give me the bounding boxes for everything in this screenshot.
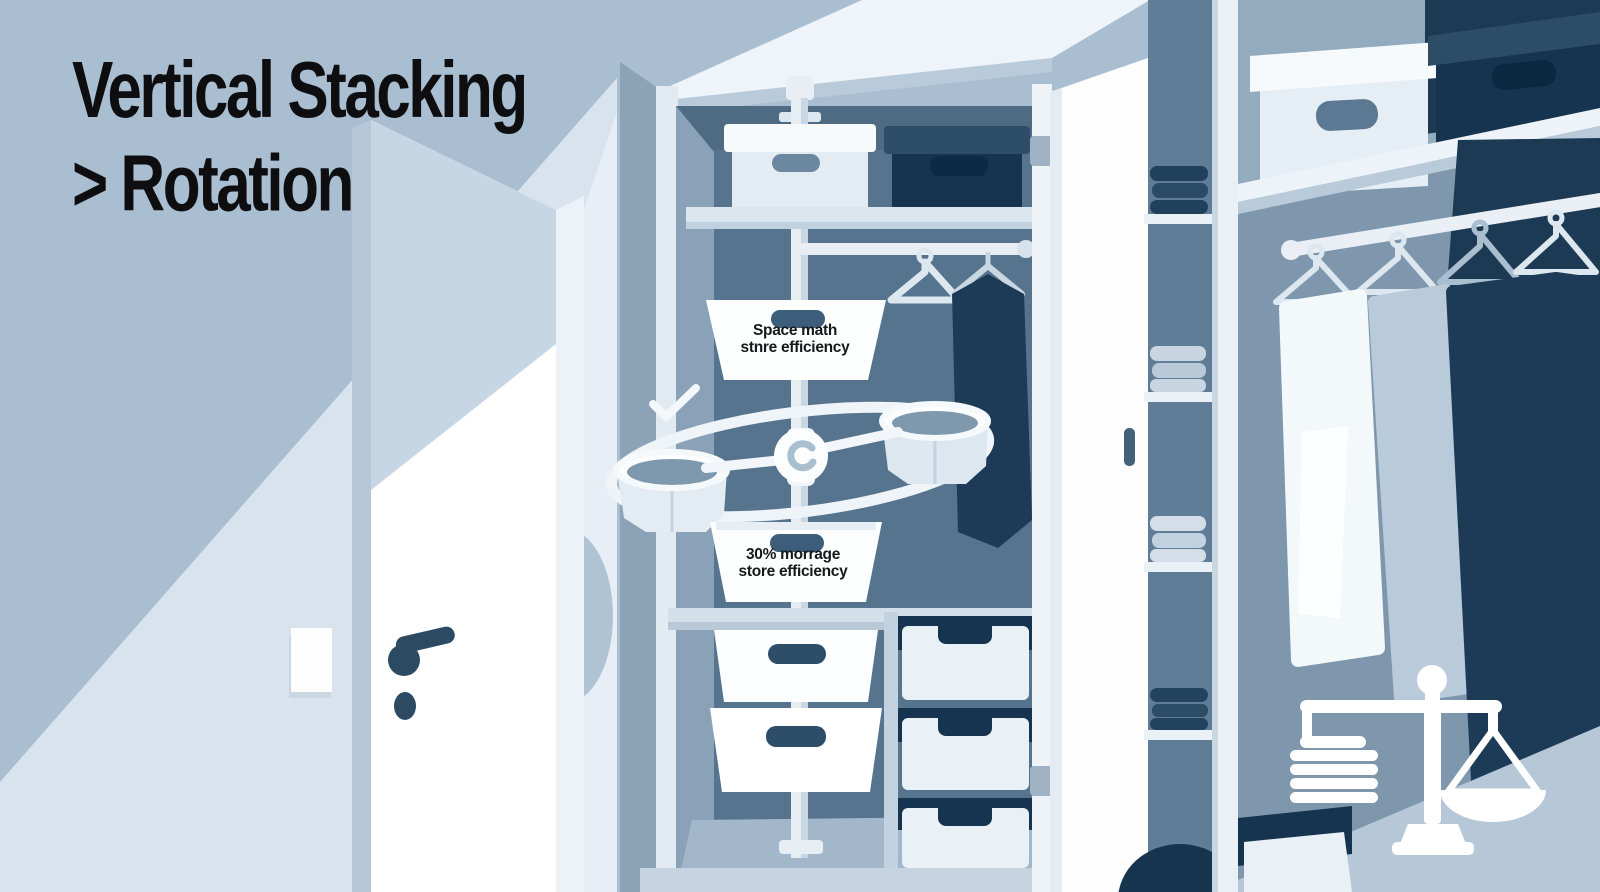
box-handle-slot xyxy=(772,154,820,172)
dark-item-bottom xyxy=(1118,844,1242,892)
lever-door-handle-icon xyxy=(388,626,455,720)
white-storage-box xyxy=(724,124,876,208)
door-hinge-bottom xyxy=(1030,766,1056,796)
box-handle-slot xyxy=(1315,99,1379,131)
pole-base xyxy=(779,840,823,854)
door-hinge-top xyxy=(1030,136,1056,166)
folded-stack-pan xyxy=(1290,736,1378,803)
empty-hanger-icon xyxy=(887,247,963,304)
door-frame-strip xyxy=(556,196,584,892)
drawer-column xyxy=(884,612,1032,874)
folded-stack-navy xyxy=(1150,166,1208,214)
title-line-1: Vertical Stacking xyxy=(72,46,528,135)
scale-pan-bowl xyxy=(1440,790,1546,822)
wardrobe-hanging-area xyxy=(1273,193,1600,806)
drawer-2 xyxy=(898,708,1032,790)
basket-bottom-label: 30% morrage store efficiency xyxy=(738,546,848,580)
white-trouser-leg xyxy=(1298,426,1348,618)
stacked-bin-1 xyxy=(714,630,878,702)
folded-stack-navy xyxy=(1150,688,1208,730)
drawer-notch xyxy=(938,718,992,736)
stacked-bins xyxy=(710,630,882,854)
hanger-icon xyxy=(1437,219,1523,285)
hanging-coat xyxy=(951,252,1032,548)
closet-door-open xyxy=(1030,58,1148,892)
title-line-2: > Rotation xyxy=(72,140,354,229)
hanger-icon xyxy=(1273,243,1359,305)
door-edge xyxy=(352,120,371,892)
basket-top-label: Space math stnre efficiency xyxy=(740,322,850,356)
check-mark-icon xyxy=(649,384,700,421)
drawer-3 xyxy=(898,798,1032,868)
column-shelf xyxy=(1144,730,1216,740)
folded-stack-light xyxy=(1150,346,1206,392)
shelf-board xyxy=(686,207,1052,222)
drawer-notch xyxy=(938,626,992,644)
door-pull-handle xyxy=(1124,428,1135,466)
folded-clothes-column xyxy=(1118,166,1242,892)
light-switch xyxy=(291,628,332,692)
carousel-ring xyxy=(605,401,995,523)
hanger-icon xyxy=(1513,209,1599,275)
folded-column-back xyxy=(1148,0,1214,892)
wardrobe-rod xyxy=(1283,193,1600,257)
hanging-rod xyxy=(798,243,1032,255)
column-shelf xyxy=(1144,562,1216,572)
keyhole-icon xyxy=(394,692,416,720)
folded-stack-light xyxy=(1150,516,1206,562)
box-handle-slot xyxy=(930,156,988,176)
carousel-tray-right xyxy=(879,401,991,484)
bin-handle-slot xyxy=(768,644,826,664)
right-wardrobe xyxy=(1118,0,1600,892)
column-shelf xyxy=(1144,214,1216,224)
basket-handle-slot xyxy=(770,534,824,552)
drawer-1 xyxy=(898,616,1032,700)
wardrobe-shelf xyxy=(1238,108,1600,202)
closet-right-jamb xyxy=(1032,84,1052,892)
dark-storage-box xyxy=(884,126,1030,208)
door-panel xyxy=(1050,58,1148,892)
pole-basket-top xyxy=(706,300,886,380)
door-panel-edge xyxy=(1050,88,1062,892)
dark-lidded-box xyxy=(1428,12,1600,146)
balance-scale-icon xyxy=(1290,665,1546,855)
closet-baseboard xyxy=(640,868,1052,892)
carousel-hub xyxy=(774,429,828,483)
page-title: Vertical Stacking > Rotation xyxy=(72,44,528,231)
door-leaf-shaded xyxy=(371,120,556,490)
box-handle-slot xyxy=(1492,59,1556,91)
rod-mount xyxy=(1017,240,1035,258)
closet-hanging-area xyxy=(798,240,1035,548)
rotating-carousel xyxy=(605,401,995,532)
room-door xyxy=(289,120,584,892)
rotation-c-arrow-icon xyxy=(787,440,817,472)
divider-panel xyxy=(884,612,898,874)
drawer-notch xyxy=(938,808,992,826)
stacked-bin-2 xyxy=(710,708,882,792)
bin-handle-slot xyxy=(766,726,826,747)
closet-top-shelf-area xyxy=(686,124,1052,229)
column-shelf xyxy=(1144,392,1216,402)
drawer-front xyxy=(1244,832,1352,892)
pole-basket-bottom xyxy=(710,522,882,602)
shelf-edge xyxy=(686,222,1052,229)
dark-coat xyxy=(1446,272,1600,806)
basket-handle-slot xyxy=(771,310,825,328)
bottom-drawer-unit xyxy=(1238,806,1352,892)
